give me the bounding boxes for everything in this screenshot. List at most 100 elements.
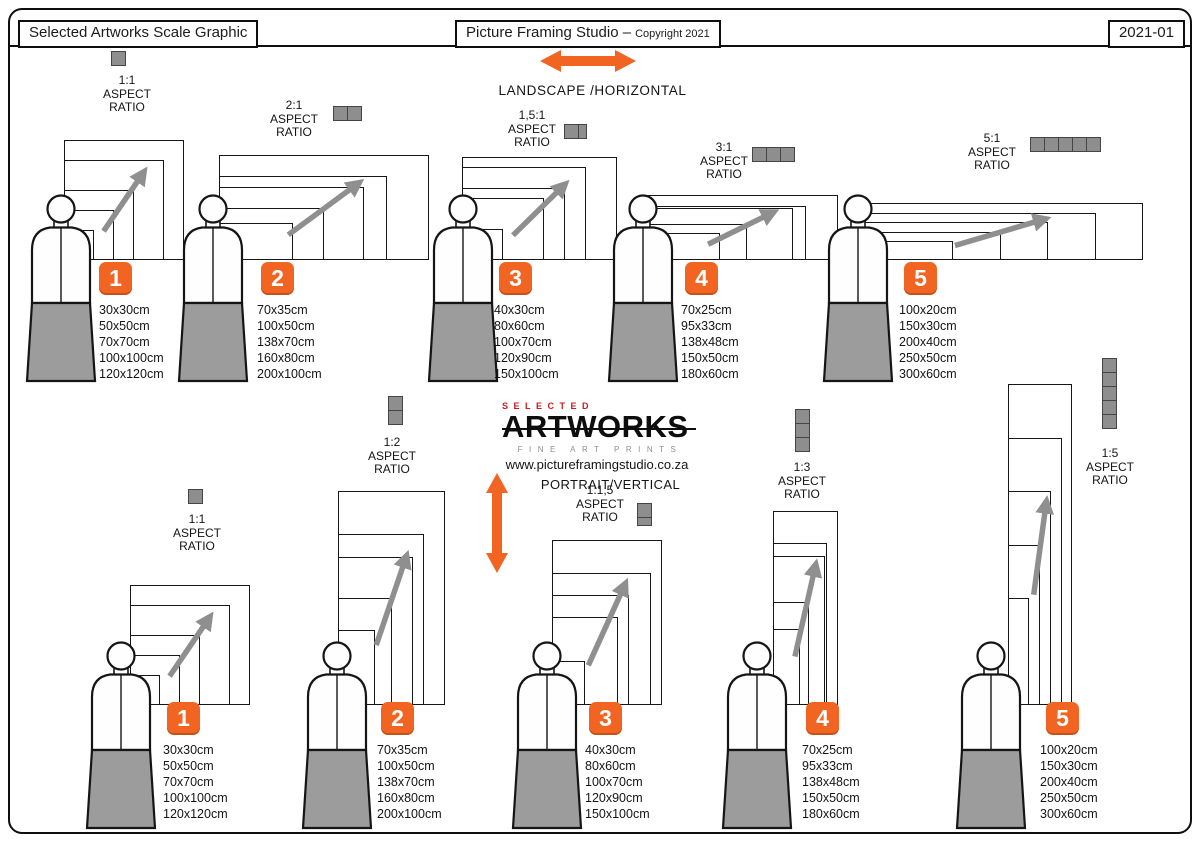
ratio-square-cell [388, 396, 403, 411]
ratio-word: RATIO [179, 539, 215, 553]
size-item: 30x30cm [99, 303, 150, 317]
size-item: 70x70cm [99, 335, 150, 349]
person-figure [952, 640, 1030, 837]
brand-logo: SELECTED ARTWORKS FINE ART PRINTS [502, 401, 698, 454]
landscape-label: LANDSCAPE /HORIZONTAL [498, 83, 687, 98]
ratio-square-cell [1102, 414, 1117, 429]
group-number-badge: 4 [806, 702, 839, 735]
group-number-badge: 5 [1046, 702, 1079, 735]
size-item: 40x30cm [494, 303, 545, 317]
size-item: 138x70cm [257, 335, 315, 349]
aspect-word: ASPECT [367, 448, 416, 463]
aspect-word: ASPECT [269, 111, 318, 126]
ratio-square-cell [564, 124, 579, 139]
person-figure [819, 193, 897, 390]
ratio-square-cell [795, 437, 810, 452]
person-figure [508, 640, 586, 837]
group-number-badge: 1 [167, 702, 200, 735]
ratio-square-cell [1102, 400, 1117, 415]
edition-code-box: 2021-01 [1107, 20, 1185, 48]
ratio-word: RATIO [276, 125, 312, 139]
ratio-square-cell [1086, 137, 1101, 152]
ratio-squares-icon [333, 106, 362, 121]
ratio-square-cell [780, 147, 795, 162]
studio-title-box: Picture Framing Studio –Copyright 2021 [455, 20, 721, 48]
size-item: 150x100cm [494, 367, 559, 381]
size-item: 200x100cm [257, 367, 322, 381]
ratio-square-cell [1102, 358, 1117, 373]
size-item: 100x50cm [257, 319, 315, 333]
ratio-squares-icon [1030, 137, 1101, 152]
ratio-square-cell [388, 410, 403, 425]
size-item: 138x48cm [802, 775, 860, 789]
ratio-squares-icon [752, 147, 795, 162]
ratio-word: RATIO [1092, 473, 1128, 487]
ratio-word: RATIO [374, 462, 410, 476]
group-number-badge: 2 [261, 262, 294, 295]
ratio-square-cell [1072, 137, 1087, 152]
size-item: 100x20cm [899, 303, 957, 317]
group-number-badge: 4 [685, 262, 718, 295]
scale-arrow-icon [552, 540, 662, 705]
size-item: 138x48cm [681, 335, 739, 349]
size-item: 100x20cm [1040, 743, 1098, 757]
size-item: 200x40cm [899, 335, 957, 349]
studio-title: Picture Framing Studio – [466, 24, 632, 41]
ratio-square-cell [111, 51, 126, 66]
ratio-word: RATIO [784, 487, 820, 501]
size-item: 70x25cm [802, 743, 853, 757]
aspect-ratio-value: 1:5 [1101, 446, 1119, 460]
scale-arrow-icon [858, 203, 1143, 260]
size-item: 150x30cm [899, 319, 957, 333]
size-item: 80x60cm [585, 759, 636, 773]
size-item: 250x50cm [1040, 791, 1098, 805]
aspect-ratio-value: 2:1 [285, 98, 303, 112]
size-item: 70x70cm [163, 775, 214, 789]
ratio-square-cell [347, 106, 362, 121]
scale-arrow-icon [338, 491, 445, 705]
ratio-half-square-cell [637, 517, 652, 526]
person-figure [424, 193, 502, 390]
scale-arrow-icon [130, 585, 250, 705]
scale-arrow-icon [219, 155, 429, 260]
size-item: 80x60cm [494, 319, 545, 333]
aspect-word: ASPECT [967, 144, 1016, 159]
group-number-badge: 3 [589, 702, 622, 735]
size-item: 250x50cm [899, 351, 957, 365]
ratio-squares-icon [1102, 358, 1117, 429]
size-item: 120x120cm [163, 807, 228, 821]
portrait-direction-arrow-icon [486, 473, 508, 573]
person-figure [22, 193, 100, 390]
scale-arrow-icon [64, 140, 184, 260]
ratio-square-cell [188, 489, 203, 504]
website-url: www.pictureframingstudio.co.za [505, 457, 689, 472]
ratio-half-square-cell [578, 124, 587, 139]
size-item: 150x30cm [1040, 759, 1098, 773]
aspect-word: ASPECT [102, 86, 151, 101]
ratio-word: RATIO [109, 100, 145, 114]
size-item: 100x100cm [99, 351, 164, 365]
size-item: 120x90cm [585, 791, 643, 805]
size-item: 150x100cm [585, 807, 650, 821]
edition-code: 2021-01 [1118, 24, 1174, 41]
size-item: 95x33cm [802, 759, 853, 773]
person-figure [604, 193, 682, 390]
ratio-word: RATIO [514, 135, 550, 149]
ratio-square-cell [795, 409, 810, 424]
brand-selected: SELECTED [502, 401, 595, 411]
poster-title-box: Selected Artworks Scale Graphic [18, 20, 259, 48]
